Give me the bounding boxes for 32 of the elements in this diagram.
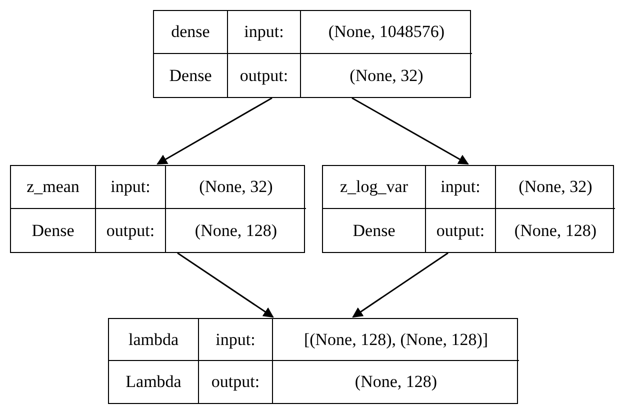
layer-table xyxy=(153,10,471,98)
shape-text: (None, 128) xyxy=(354,372,438,392)
output-label: output: xyxy=(436,220,485,240)
shape-text: (None, 32) xyxy=(199,177,273,197)
arrow xyxy=(156,97,272,165)
input-label: input: xyxy=(110,177,150,197)
arrow xyxy=(177,252,274,318)
arrow xyxy=(352,97,469,165)
shape-text: (None, 128) xyxy=(194,220,278,240)
layer-type-text: Dense xyxy=(32,220,74,240)
layer-name-text: z_mean xyxy=(26,177,80,197)
input-label: input: xyxy=(440,177,480,197)
shape-text: (None, 32) xyxy=(518,177,592,197)
input-label: input: xyxy=(244,22,284,42)
layer-table xyxy=(10,165,305,253)
layer-type-text: Lambda xyxy=(126,372,182,392)
shape-text: (None, 32) xyxy=(350,66,424,86)
output-label: output: xyxy=(240,66,288,86)
layer-type-text: Dense xyxy=(352,220,396,240)
layer-name-text: z_log_var xyxy=(340,177,408,197)
layer-type-text: Dense xyxy=(169,66,212,86)
layer-name-text: dense xyxy=(171,22,210,42)
layer-table xyxy=(108,318,518,404)
arrow xyxy=(352,252,448,318)
shape-text: [(None, 128), (None, 128)] xyxy=(304,330,488,350)
shape-text: (None, 128) xyxy=(514,220,597,240)
shape-text: (None, 1048576) xyxy=(328,22,445,42)
layer-name-text: lambda xyxy=(128,330,179,350)
output-label: output: xyxy=(106,220,155,240)
layer-table xyxy=(322,165,614,253)
input-label: input: xyxy=(216,330,256,350)
output-label: output: xyxy=(211,372,260,392)
